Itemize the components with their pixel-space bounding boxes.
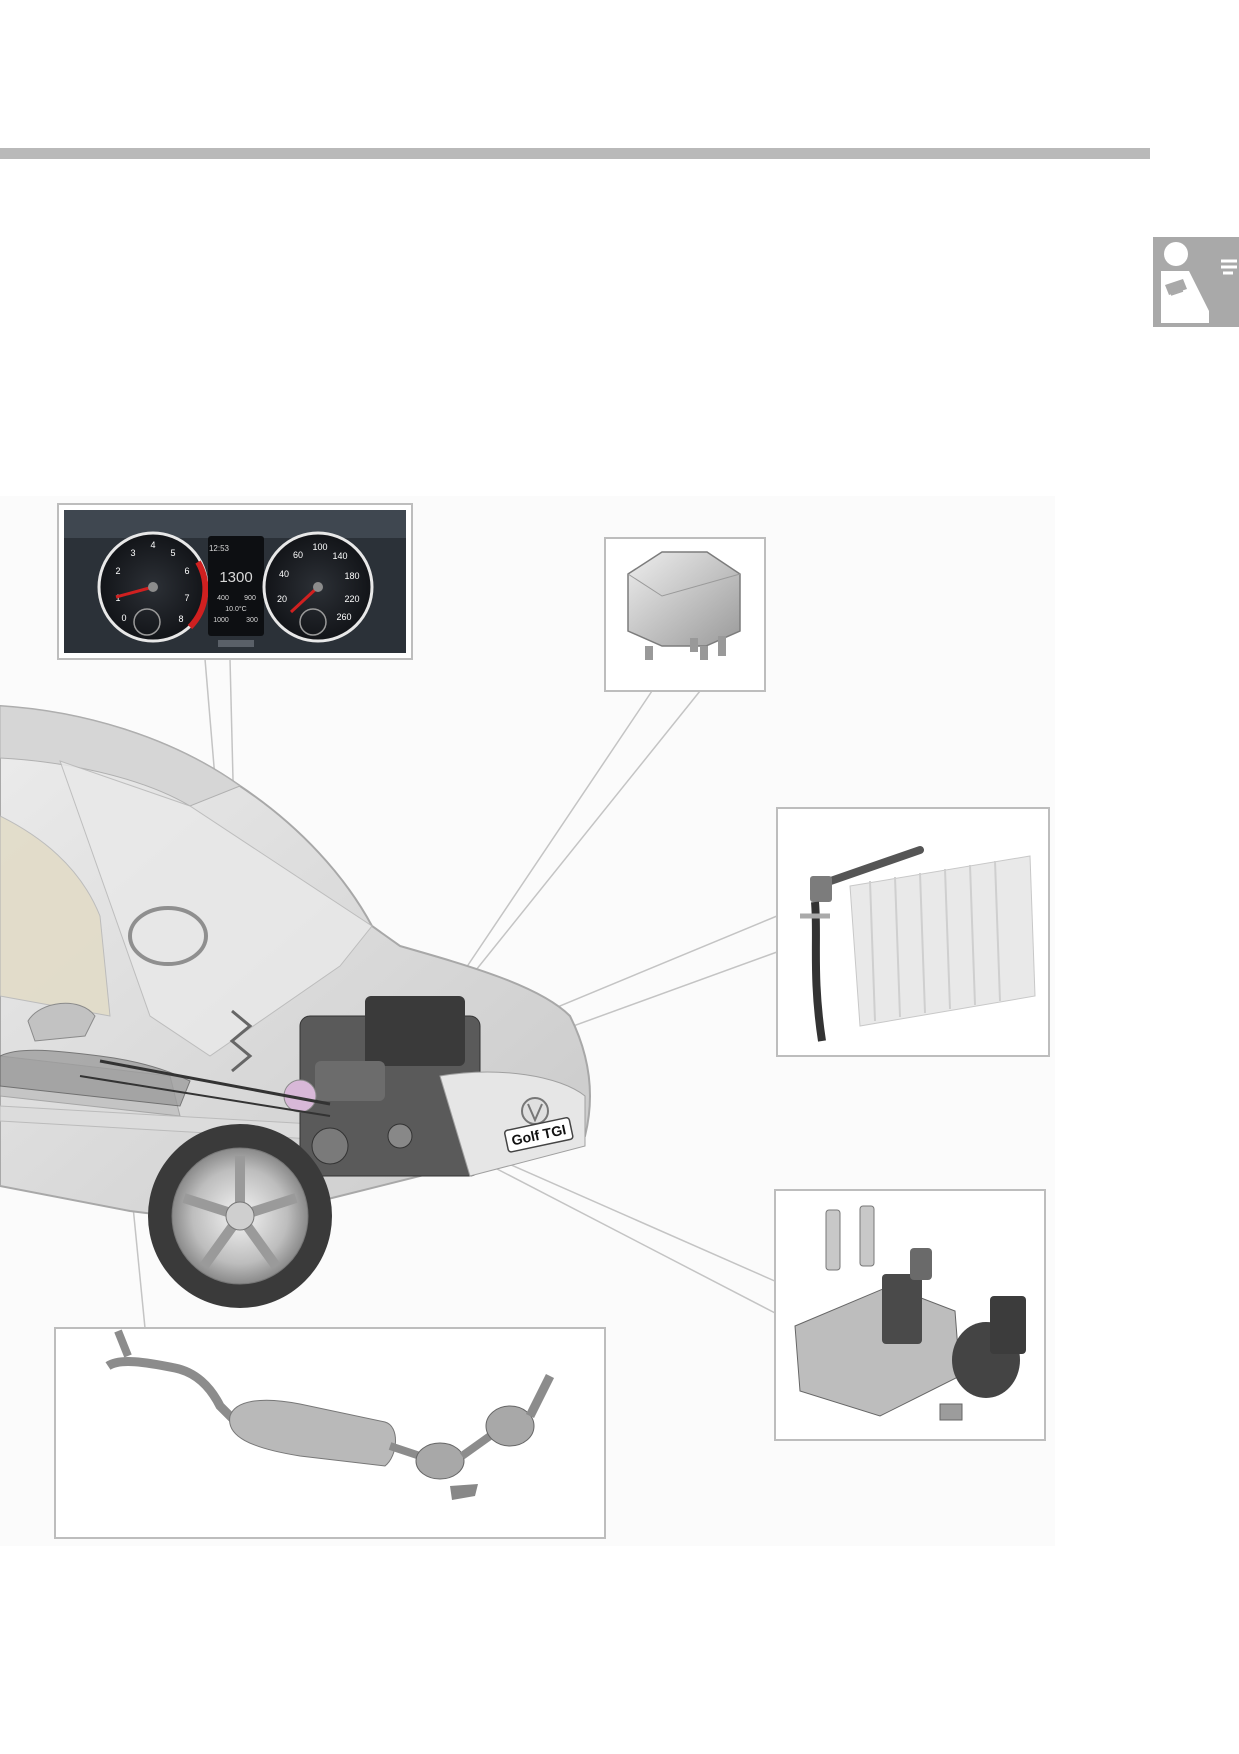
rpm-tick-0: 0 bbox=[121, 613, 126, 623]
rpm-tick-7: 7 bbox=[184, 593, 189, 603]
person-reading-icon bbox=[1161, 242, 1237, 323]
pressure-regulator-icon bbox=[794, 1205, 1026, 1421]
speed-tick-220: 220 bbox=[344, 594, 359, 604]
speed-tick-180: 180 bbox=[344, 571, 359, 581]
speed-tick-260: 260 bbox=[336, 612, 351, 622]
vehicle-components-illustration: Golf TGI 1 2 3 4 bbox=[0, 496, 1055, 1546]
rpm-tick-3: 3 bbox=[130, 548, 135, 558]
rpm-tick-5: 5 bbox=[170, 548, 175, 558]
speed-tick-100: 100 bbox=[312, 542, 327, 552]
exhaust-panel bbox=[54, 1327, 606, 1539]
rpm-tick-6: 6 bbox=[184, 566, 189, 576]
rpm-tick-2: 2 bbox=[115, 566, 120, 576]
rpm-tick-8: 8 bbox=[178, 614, 183, 624]
chapter-tab[interactable] bbox=[1153, 237, 1239, 327]
fuel-rail-icon bbox=[800, 846, 1036, 1042]
exhaust-system-icon bbox=[105, 1329, 555, 1500]
display-temp: 10.0°C bbox=[225, 605, 246, 613]
car-illustration: Golf TGI bbox=[0, 704, 591, 1308]
display-time: 12:53 bbox=[209, 544, 230, 553]
speed-tick-40: 40 bbox=[279, 569, 289, 579]
pressure-regulator-panel bbox=[774, 1189, 1046, 1441]
speed-tick-60: 60 bbox=[293, 550, 303, 560]
speed-tick-20: 20 bbox=[277, 594, 287, 604]
display-odo-right: 900 bbox=[244, 595, 256, 602]
instrument-cluster-panel: 1 2 3 4 5 6 7 8 0 12:53 1300 400 900 10.… bbox=[57, 503, 413, 660]
display-bottom-right: 300 bbox=[246, 617, 258, 624]
speed-tick-140: 140 bbox=[332, 551, 347, 561]
display-bottom-left: 1000 bbox=[213, 617, 229, 624]
header-rule bbox=[0, 148, 1150, 159]
relay-icon bbox=[627, 551, 741, 660]
relay-panel bbox=[604, 537, 766, 692]
display-odo-left: 400 bbox=[217, 595, 229, 602]
rpm-tick-4: 4 bbox=[150, 540, 155, 550]
display-rpm: 1300 bbox=[219, 569, 252, 586]
fuel-rail-panel bbox=[776, 807, 1050, 1057]
